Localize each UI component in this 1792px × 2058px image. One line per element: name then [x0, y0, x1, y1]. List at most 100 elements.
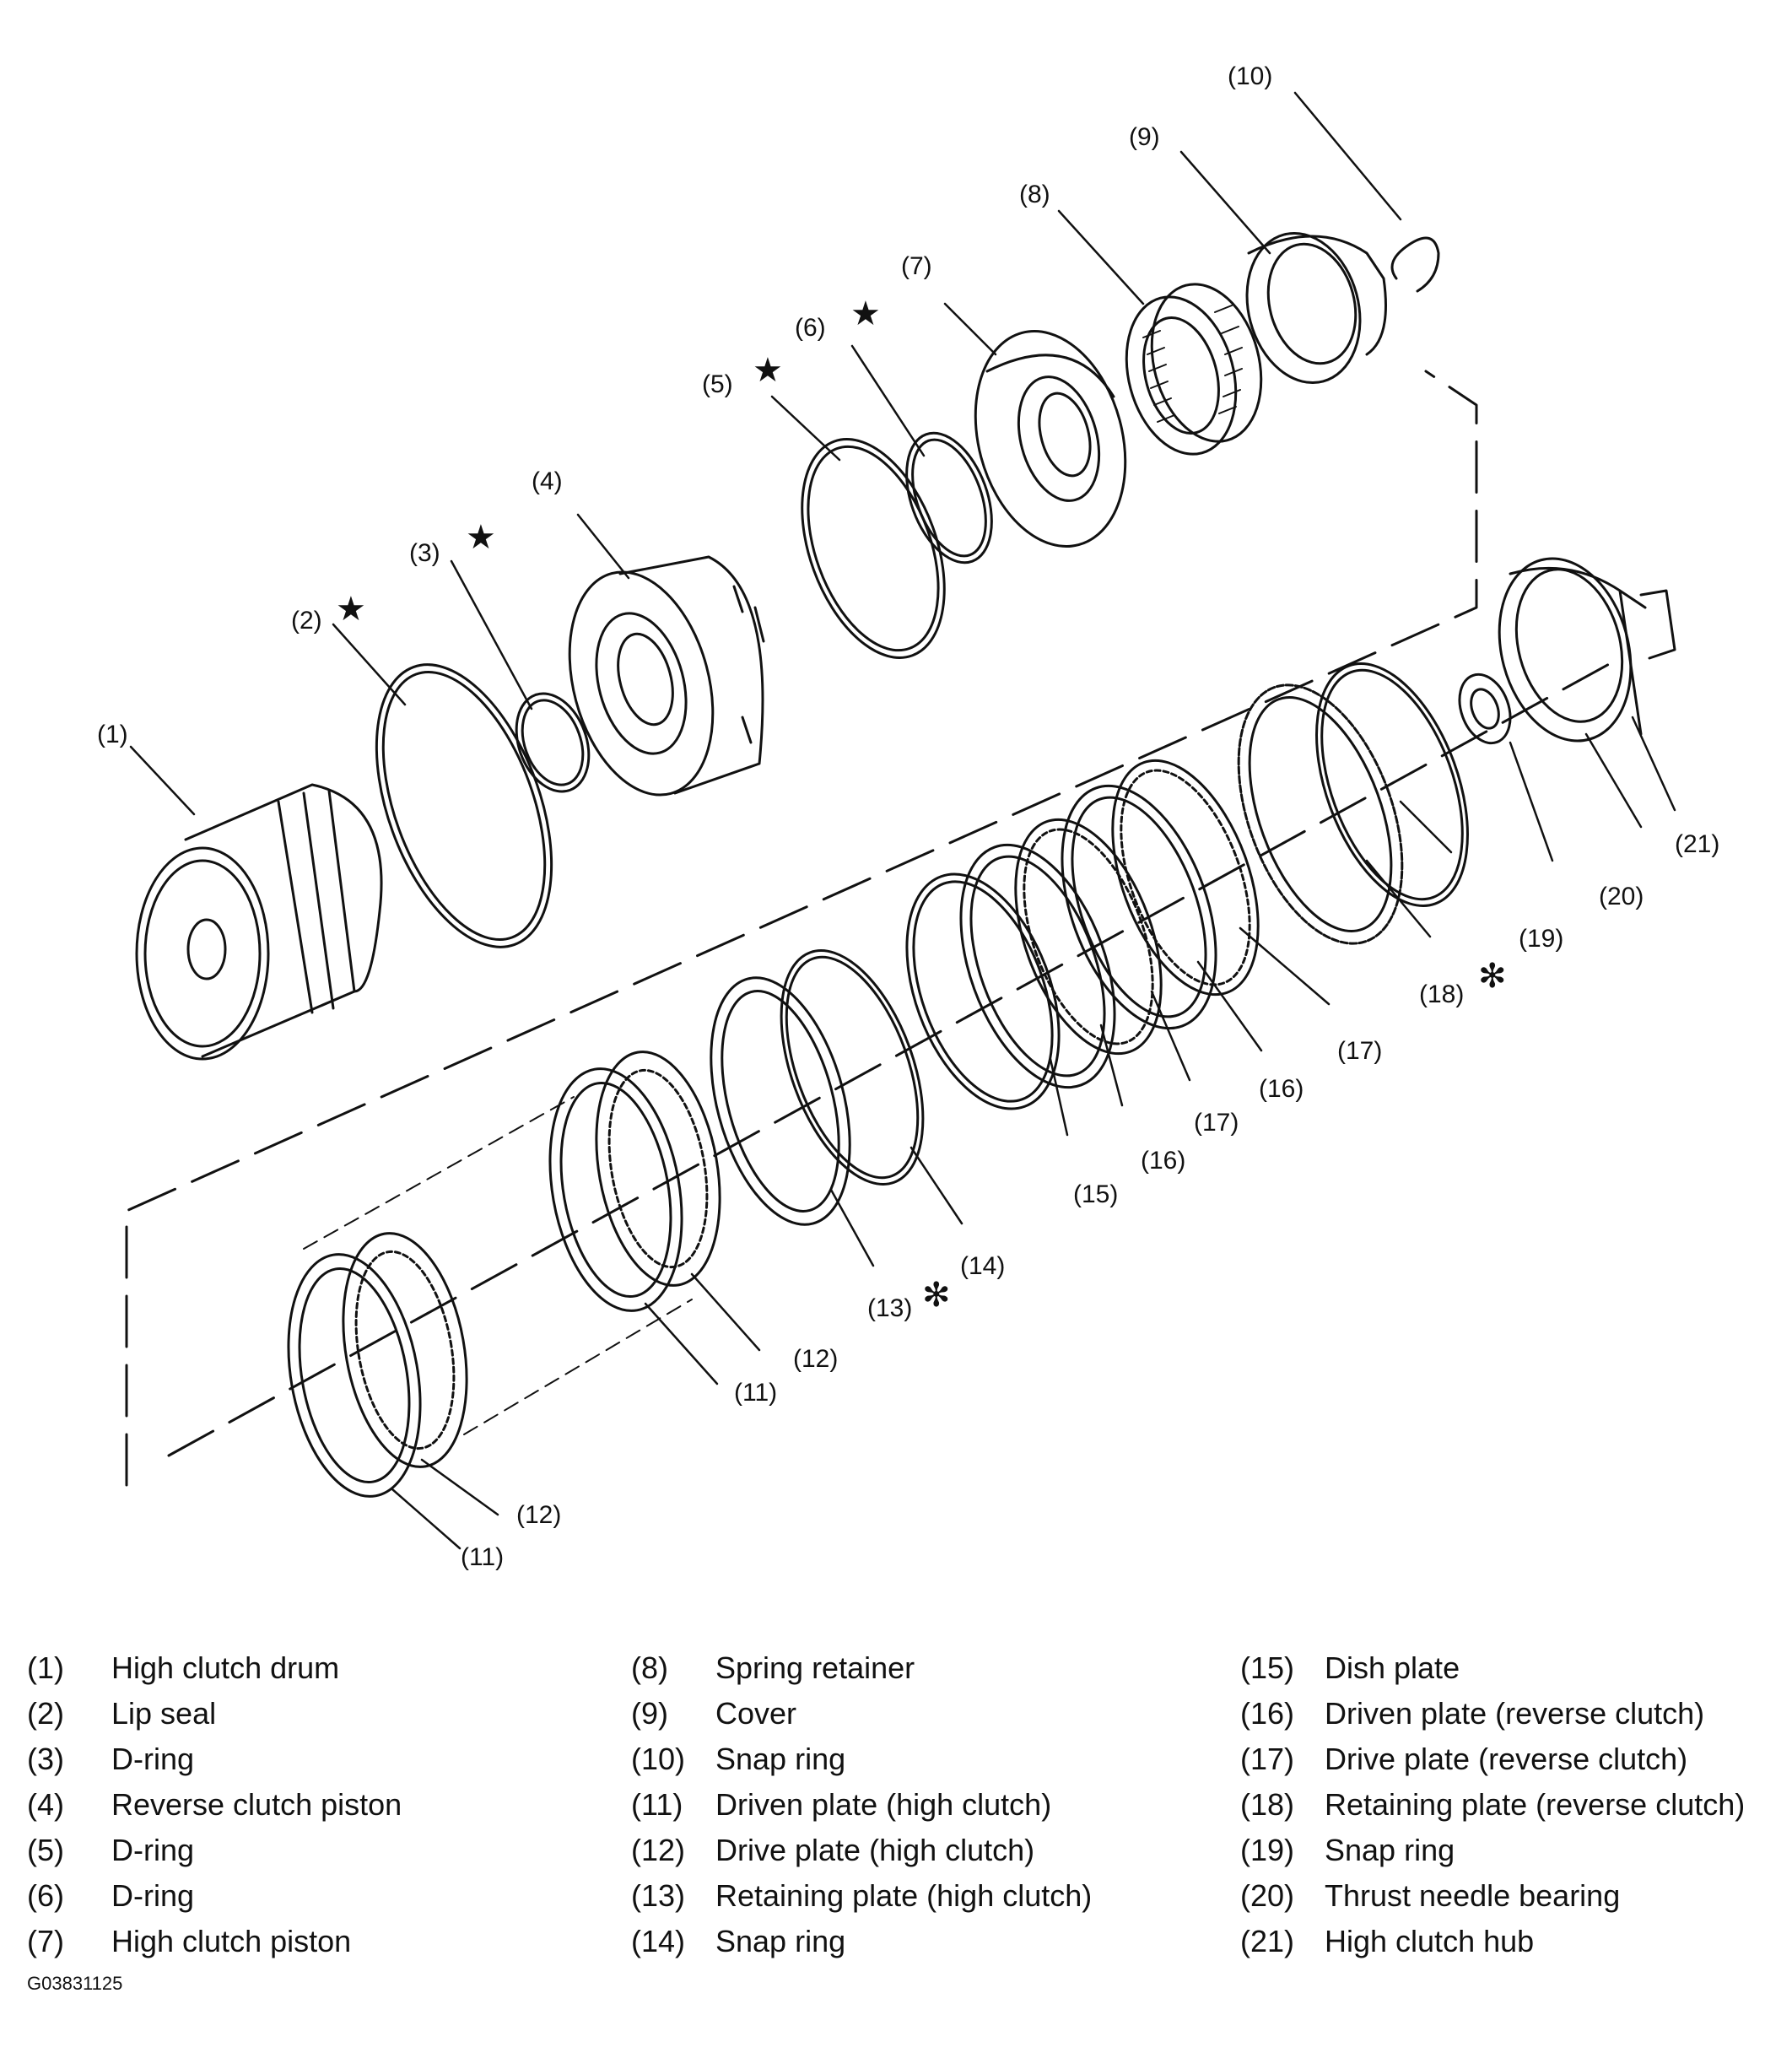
callout-10: (10) [1228, 62, 1272, 90]
snap-ring-14 [780, 949, 925, 1186]
legend-item: (4) Reverse clutch piston [27, 1782, 402, 1828]
legend-item: (1) High clutch drum [27, 1645, 402, 1691]
legend-number: (4) [27, 1787, 64, 1822]
legend-item: (13)Retaining plate (high clutch) [631, 1873, 1092, 1919]
callout-12-a: (12) [793, 1345, 838, 1373]
legend-number: (6) [27, 1878, 64, 1913]
callout-3: (3) [409, 539, 440, 567]
legend-label: Snap ring [715, 1924, 846, 1958]
legend-number: (10) [631, 1742, 686, 1776]
legend-number: (14) [631, 1924, 686, 1958]
star-mark-5: ★ [753, 351, 783, 390]
legend-item: (11)Driven plate (high clutch) [631, 1782, 1092, 1828]
legend-label: Snap ring [715, 1742, 846, 1776]
legend-item: (19) Snap ring [1240, 1828, 1745, 1873]
exploded-view-diagram: (1) (2) ★ (3) ★ (4) (5) ★ (6) ★ (7) (8) … [97, 62, 1719, 1571]
legend-label: Reverse clutch piston [111, 1787, 402, 1822]
legend-label: Driven plate (reverse clutch) [1325, 1696, 1705, 1731]
legend-item: (15) Dish plate [1240, 1645, 1745, 1691]
callout-4: (4) [532, 467, 563, 495]
legend-number: (1) [27, 1650, 64, 1685]
legend-number: (9) [631, 1696, 668, 1731]
legend-label: Drive plate (high clutch) [715, 1833, 1035, 1867]
legend-column-3: (15) Dish plate (16) Driven plate (reverse… [1240, 1645, 1745, 1964]
legend-item: (10) Snap ring [631, 1737, 1092, 1782]
legend-item: (9) Cover [631, 1691, 1092, 1737]
legend-item: (21) High clutch hub [1240, 1919, 1745, 1964]
legend-number: (17) [1240, 1742, 1295, 1776]
legend-number: (18) [1240, 1787, 1295, 1822]
cover [1245, 231, 1387, 385]
legend-label: Drive plate (reverse clutch) [1325, 1742, 1688, 1776]
legend-column-1: (1) High clutch drum (2) Lip seal (3) D-rin… [27, 1645, 402, 1964]
driven-plate-16-a [959, 843, 1116, 1089]
legend-label: Thrust needle bearing [1325, 1878, 1621, 1913]
callout-16-b: (16) [1259, 1075, 1304, 1103]
d-ring-3 [515, 692, 591, 793]
callout-12-b: (12) [516, 1501, 561, 1529]
legend-label: Spring retainer [715, 1650, 915, 1685]
legend-number: (20) [1240, 1878, 1295, 1913]
drive-plate-12-mid [595, 1051, 721, 1287]
reverse-clutch-piston [568, 555, 765, 797]
legend-label: D-ring [111, 1878, 195, 1913]
legend-number: (11) [631, 1787, 683, 1822]
snap-ring-10 [1390, 236, 1440, 293]
legend-label: Cover [715, 1696, 797, 1731]
legend-number: (3) [27, 1742, 64, 1776]
legend-label: Retaining plate (high clutch) [715, 1878, 1093, 1913]
callout-11-b: (11) [461, 1543, 504, 1571]
callout-20: (20) [1599, 883, 1644, 910]
legend-label: Dish plate [1325, 1650, 1460, 1685]
high-clutch-piston [974, 330, 1127, 548]
star-mark-6: ★ [850, 294, 881, 333]
callout-16-a: (16) [1141, 1147, 1185, 1175]
callout-7: (7) [901, 252, 932, 280]
legend-column-2: (8) Spring retainer (9) Cover (10) Snap rin… [631, 1645, 1092, 1964]
legend-item: (14) Snap ring [631, 1919, 1092, 1964]
legend-label: High clutch piston [111, 1924, 352, 1958]
legend-item: (17) Drive plate (reverse clutch) [1240, 1737, 1745, 1782]
asterisk-mark-18: ✻ [1478, 957, 1507, 996]
legend-number: (21) [1240, 1924, 1295, 1958]
legend-label: Retaining plate (reverse clutch) [1325, 1787, 1746, 1822]
callout-13: (13) [867, 1294, 912, 1322]
callout-6: (6) [795, 314, 826, 342]
legend-item: (18) Retaining plate (reverse clutch) [1240, 1782, 1745, 1828]
d-ring-5 [801, 438, 946, 659]
legend-label: Snap ring [1325, 1833, 1455, 1867]
legend-label: High clutch hub [1325, 1924, 1535, 1958]
legend-item: (12)Drive plate (high clutch) [631, 1828, 1092, 1873]
callout-1: (1) [97, 721, 128, 748]
thrust-needle-bearing [1458, 672, 1512, 745]
legend-number: (5) [27, 1833, 64, 1867]
callout-17-b: (17) [1337, 1037, 1382, 1065]
callout-15: (15) [1073, 1180, 1118, 1208]
legend-number: (2) [27, 1696, 64, 1731]
driven-plate-11-mid [548, 1067, 683, 1312]
legend-number: (19) [1240, 1833, 1295, 1867]
assembly-axis-line [125, 370, 1478, 1487]
retaining-plate-18 [1237, 683, 1404, 945]
legend-number: (8) [631, 1650, 668, 1685]
legend-item: (20) Thrust needle bearing [1240, 1873, 1745, 1919]
legend-label: Lip seal [111, 1696, 217, 1731]
legend-label: D-ring [111, 1742, 195, 1776]
callout-21: (21) [1675, 830, 1719, 858]
callout-14: (14) [960, 1252, 1005, 1280]
legend-number: (16) [1240, 1696, 1295, 1731]
snap-ring-19 [1315, 662, 1469, 907]
driven-plate-11-lower [287, 1253, 422, 1498]
leader-lines [129, 91, 1676, 1550]
star-mark-3: ★ [466, 518, 496, 557]
legend-label: High clutch drum [111, 1650, 340, 1685]
legend-number: (7) [27, 1924, 64, 1958]
drive-plate-12-lower [342, 1232, 468, 1468]
callout-5: (5) [702, 370, 733, 398]
legend-label: D-ring [111, 1833, 195, 1867]
drive-plate-17-b [1111, 759, 1260, 997]
legend-number: (15) [1240, 1650, 1295, 1685]
figure-id: G03831125 [27, 1973, 123, 1994]
high-clutch-drum [135, 783, 383, 1061]
callout-2: (2) [291, 607, 322, 635]
